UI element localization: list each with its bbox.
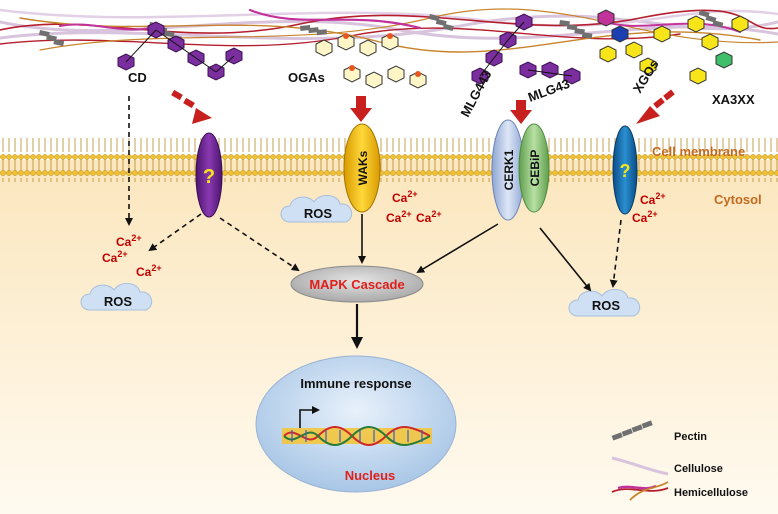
svg-text:ROS: ROS: [304, 206, 333, 221]
ca-group-left: Ca2+ Ca2+ Ca2+: [102, 233, 162, 279]
input-arrows: [171, 89, 675, 124]
svg-text:Ca2+: Ca2+: [116, 233, 142, 249]
cell-membrane: [0, 138, 778, 182]
unknown-right-to-ros-arrow: [609, 219, 622, 288]
svg-text:Ca2+: Ca2+: [102, 249, 128, 265]
cebip-to-ros-arrow: [539, 227, 592, 292]
mlg43-label: MLG43: [526, 76, 572, 105]
legend: Pectin Cellulose Hemicellulose: [611, 420, 748, 501]
transcription-start-arrow: [299, 406, 320, 428]
svg-text:Ca2+: Ca2+: [386, 209, 412, 225]
ca-group-waks: Ca2+ Ca2+ Ca2+: [386, 189, 442, 225]
mapk-cascade-label: MAPK Cascade: [309, 277, 404, 292]
ogas-residue-dots: [343, 33, 421, 77]
cebip-label: CEBiP: [528, 150, 542, 187]
immune-response-label: Immune response: [300, 376, 411, 391]
unknown-left-to-ca-arrow: [148, 213, 202, 252]
nucleus-label: Nucleus: [345, 468, 396, 483]
unknown-left-to-mapk-arrow: [219, 217, 300, 272]
cytosol-label: Cytosol: [714, 192, 762, 207]
svg-text:ROS: ROS: [592, 298, 621, 313]
unknown-receptor-left: [195, 132, 223, 218]
ogas-red-arrow: [350, 96, 372, 122]
dna-helix: [282, 426, 432, 446]
cd-dashed-red-arrow: [171, 89, 212, 124]
svg-text:Ca2+: Ca2+: [392, 189, 418, 205]
ros-cloud-waks: ROS: [280, 195, 353, 223]
waks-label: WAKs: [356, 150, 370, 185]
cd-oligosaccharide: [117, 21, 243, 81]
ogas-label: OGAs: [288, 70, 325, 85]
mapk-cascade-node: [290, 265, 424, 303]
cerk1-to-mapk-arrow: [416, 223, 499, 274]
svg-text:Ca2+: Ca2+: [136, 263, 162, 279]
nucleus: [255, 355, 457, 493]
xgos-oligosaccharide: [597, 9, 749, 85]
legend-pectin-label: Pectin: [674, 431, 707, 443]
mlg-oligosaccharide: [471, 13, 581, 85]
legend-pectin-swatch: [611, 420, 653, 441]
ca-group-right: Ca2+ Ca2+: [632, 191, 666, 225]
signaling-arrows: [148, 213, 622, 349]
legend-hemicellulose-label: Hemicellulose: [674, 487, 748, 499]
xgos-label: XGOs: [630, 57, 662, 96]
unknown-receptor-right-label: ?: [620, 161, 631, 181]
ros-cloud-right: ROS: [568, 289, 641, 317]
legend-cellulose-swatch: [611, 456, 669, 476]
cerk1-label: CERK1: [502, 149, 516, 190]
waks-receptor: [343, 123, 381, 213]
xa3xx-label: XA3XX: [712, 92, 755, 107]
svg-text:Ca2+: Ca2+: [632, 209, 658, 225]
svg-text:Ca2+: Ca2+: [416, 209, 442, 225]
xgos-dashed-red-arrow: [636, 89, 675, 124]
legend-cellulose-label: Cellulose: [674, 463, 723, 475]
cebip-receptor: [518, 123, 550, 213]
unknown-receptor-left-label: ?: [203, 166, 215, 188]
cell-membrane-label: Cell membrane: [652, 144, 745, 159]
unknown-receptor-right: [612, 125, 638, 215]
mlg-red-arrow: [510, 100, 532, 124]
ros-cloud-left: ROS: [80, 283, 153, 311]
svg-text:ROS: ROS: [104, 294, 133, 309]
cd-label: CD: [128, 70, 147, 85]
ogas-oligosaccharide: [315, 33, 427, 89]
svg-text:Ca2+: Ca2+: [640, 191, 666, 207]
legend-hemicellulose-swatch: [611, 481, 669, 501]
